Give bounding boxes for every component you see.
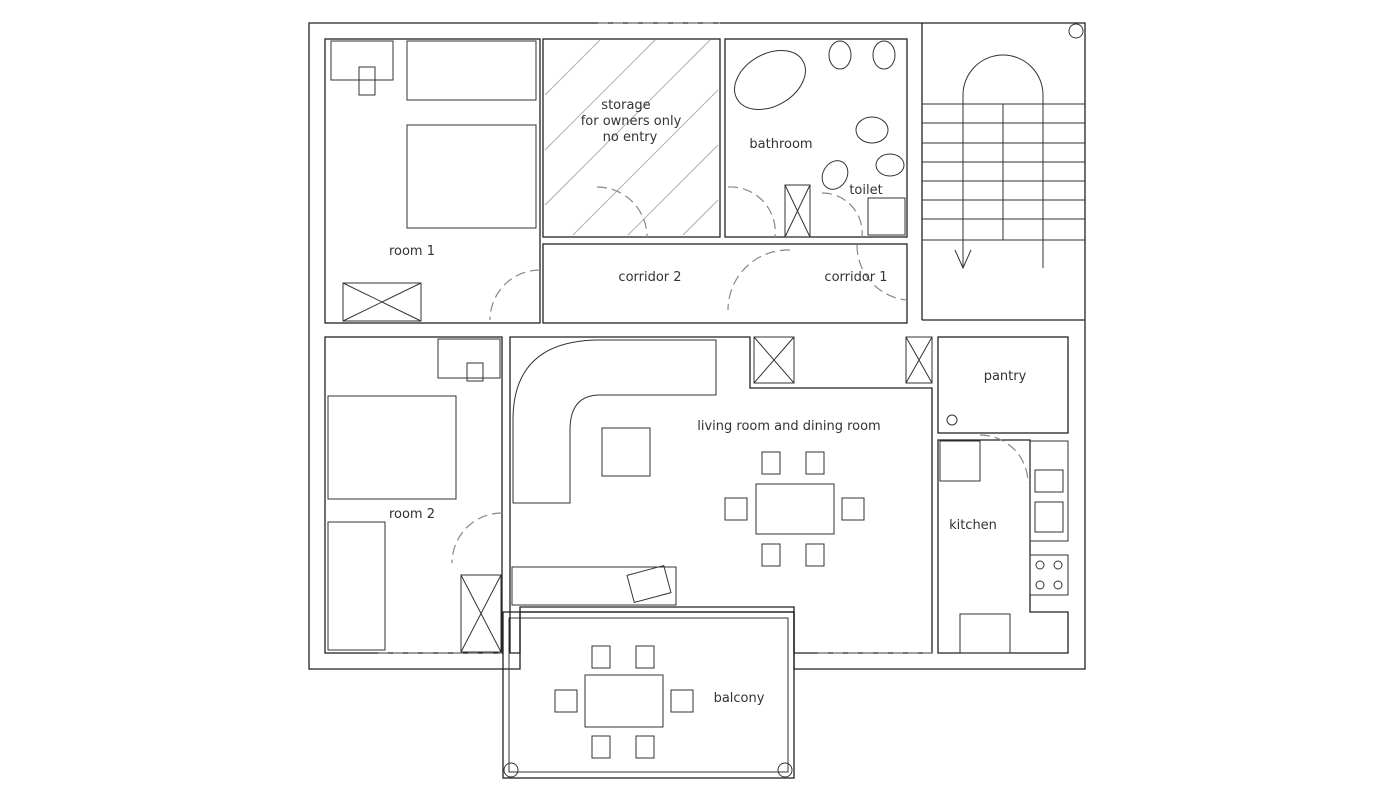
staircase xyxy=(922,54,1085,270)
label-storage-2: for owners only xyxy=(581,114,682,129)
inner-walls xyxy=(324,23,1085,654)
label-toilet: toilet xyxy=(849,183,882,198)
label-corridor-2: corridor 2 xyxy=(618,270,681,285)
label-room-1: room 1 xyxy=(389,244,435,259)
furniture xyxy=(327,40,1069,759)
label-living-room: living room and dining room xyxy=(697,419,880,434)
label-storage-3: no entry xyxy=(603,130,658,145)
storage-hatch xyxy=(544,39,719,236)
label-kitchen: kitchen xyxy=(949,518,997,533)
label-storage-1: storage xyxy=(601,98,650,113)
doors xyxy=(378,22,1029,654)
outer-walls xyxy=(308,22,1086,779)
label-corridor-1: corridor 1 xyxy=(824,270,887,285)
label-bathroom: bathroom xyxy=(749,137,812,152)
label-room-2: room 2 xyxy=(389,507,435,522)
label-balcony: balcony xyxy=(714,691,765,706)
label-pantry: pantry xyxy=(984,369,1027,384)
